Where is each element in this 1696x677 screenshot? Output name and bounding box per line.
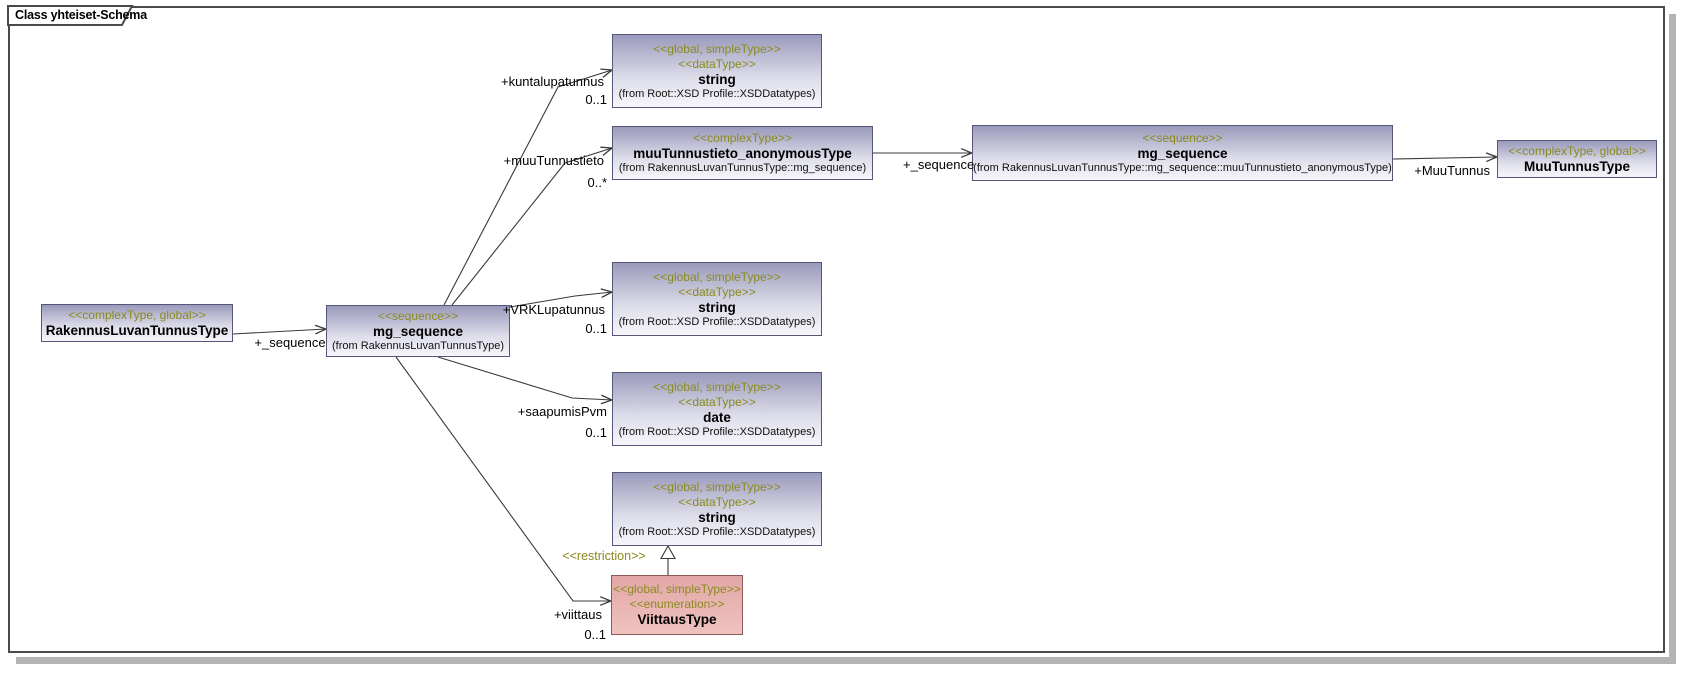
edge-multiplicity-vrklupatunnus[interactable]: 0..1 (585, 321, 607, 336)
generalization-triangle-icon (660, 544, 676, 560)
edge-label-saapumispvm[interactable]: +saapumisPvm (517, 404, 607, 419)
class-node-string-viittaus-base[interactable]: <<global, simpleType>> <<dataType>> stri… (612, 472, 822, 546)
stereotype-label: <<complexType>> (693, 131, 792, 145)
stereotype-label: <<sequence>> (377, 309, 459, 323)
class-name: string (698, 71, 736, 87)
stereotype-label: <<global, simpleType>> (653, 41, 781, 56)
frame-shadow-bottom (16, 657, 1676, 664)
edge-line-viittaus (395, 356, 611, 601)
class-name: date (703, 409, 731, 425)
edge-multiplicity-kuntalupatunnus[interactable]: 0..1 (585, 92, 607, 107)
stereotype-label: <<sequence>> (1142, 131, 1223, 145)
edge-label-muutunnustieto[interactable]: +muuTunnustieto (503, 153, 604, 168)
frame-shadow-right (1669, 14, 1676, 664)
edge-label-sequence-inner[interactable]: +_sequence (903, 157, 975, 172)
stereotype-label: <<dataType>> (678, 56, 756, 71)
class-from-label: (from Root::XSD Profile::XSDDatatypes) (618, 315, 816, 328)
edge-multiplicity-saapumispvm[interactable]: 0..1 (585, 425, 607, 440)
class-name: muuTunnustieto_anonymousType (633, 146, 852, 161)
stereotype-label: <<complexType, global>> (68, 307, 206, 322)
stereotype-label: <<dataType>> (678, 394, 756, 409)
edge-line-muutunnustieto (451, 148, 612, 306)
class-from-label: (from Root::XSD Profile::XSDDatatypes) (618, 87, 816, 100)
edge-label-restriction[interactable]: <<restriction>> (562, 549, 646, 563)
class-name: string (698, 299, 736, 315)
class-name: RakennusLuvanTunnusType (45, 322, 229, 338)
frame-title-tab (7, 5, 134, 26)
edge-label-muutunnus[interactable]: +MuuTunnus (1414, 163, 1490, 178)
edge-line-vrklupatunnus (509, 292, 612, 308)
class-from-label: (from Root::XSD Profile::XSDDatatypes) (618, 425, 816, 438)
class-name: ViittausType (637, 612, 717, 627)
stereotype-label: <<global, simpleType>> (653, 379, 781, 394)
class-from-label: (from RakennusLuvanTunnusType::mg_sequen… (973, 162, 1392, 174)
edge-label-kuntalupatunnus[interactable]: +kuntalupatunnus (500, 74, 604, 89)
class-node-string-vrklupatunnus[interactable]: <<global, simpleType>> <<dataType>> stri… (612, 262, 822, 336)
edge-multiplicity-viittaus[interactable]: 0..1 (584, 627, 606, 642)
edge-label-vrklupatunnus[interactable]: +VRKLupatunnus (502, 302, 605, 317)
class-from-label: (from Root::XSD Profile::XSDDatatypes) (618, 525, 816, 538)
class-name: MuuTunnusType (1524, 158, 1630, 174)
class-node-muutunnustype[interactable]: <<complexType, global>> MuuTunnusType (1497, 140, 1657, 178)
class-from-label: (from RakennusLuvanTunnusType::mg_sequen… (618, 162, 867, 174)
class-node-mg-sequence-inner[interactable]: <<sequence>> mg_sequence (from RakennusL… (972, 125, 1393, 181)
class-node-muutunnustieto-anonymoustype[interactable]: <<complexType>> muuTunnustieto_anonymous… (612, 126, 873, 180)
edge-label-sequence-outer[interactable]: +_sequence (254, 335, 326, 350)
class-name: mg_sequence (372, 324, 464, 339)
edge-line-saapumispvm (437, 356, 612, 400)
class-node-date-saapumispvm[interactable]: <<global, simpleType>> <<dataType>> date… (612, 372, 822, 446)
edge-multiplicity-muutunnustieto[interactable]: 0..* (587, 175, 607, 190)
edge-label-viittaus[interactable]: +viittaus (553, 607, 602, 622)
class-name: mg_sequence (1137, 146, 1228, 161)
class-name: string (698, 509, 736, 525)
class-node-viittaustype[interactable]: <<global, simpleType>> <<enumeration>> V… (611, 575, 743, 635)
stereotype-label: <<global, simpleType>> (613, 582, 741, 596)
edge-line-muutunnus (1392, 157, 1497, 159)
class-node-mg-sequence-outer[interactable]: <<sequence>> mg_sequence (from RakennusL… (326, 305, 510, 357)
stereotype-label: <<global, simpleType>> (653, 269, 781, 284)
stereotype-label: <<complexType, global>> (1508, 143, 1646, 158)
class-node-rakennusluvantunnustype[interactable]: <<complexType, global>> RakennusLuvanTun… (41, 304, 233, 342)
diagram-title: Class yhteiset-Schema (15, 8, 147, 22)
stereotype-label: <<enumeration>> (629, 597, 725, 611)
class-node-string-kuntalupatunnus[interactable]: <<global, simpleType>> <<dataType>> stri… (612, 34, 822, 108)
edge-line-sequence-outer (232, 329, 326, 335)
class-from-label: (from RakennusLuvanTunnusType) (331, 340, 504, 352)
stereotype-label: <<dataType>> (678, 494, 756, 509)
stereotype-label: <<dataType>> (678, 284, 756, 299)
edge-line-kuntalupatunnus (443, 70, 612, 306)
stereotype-label: <<global, simpleType>> (653, 479, 781, 494)
diagram-frame (8, 6, 1665, 653)
